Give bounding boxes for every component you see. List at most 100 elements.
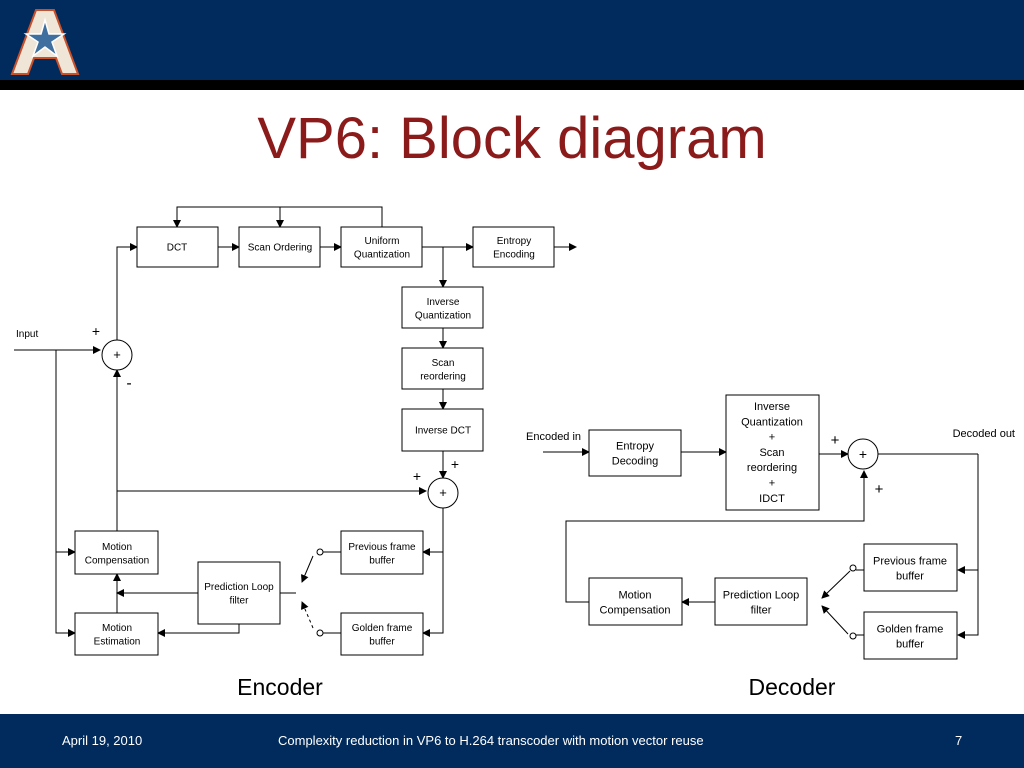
dec-motion-compensation-block	[588, 577, 683, 626]
block-label-line: Motion	[618, 589, 651, 601]
block-label-line: +	[769, 432, 775, 444]
enc-summer-2	[427, 477, 459, 509]
enc-previous-frame-buffer-label: Previous frame buffer	[348, 542, 416, 567]
block-label-line: Previous frame	[348, 542, 416, 553]
inverse-combo-block	[725, 394, 820, 511]
dec-previous-frame-buffer-block	[863, 543, 958, 592]
block-label-line: Scan	[759, 447, 784, 459]
enc-prediction-loop-filter-label: Prediction Loop filter	[204, 582, 274, 607]
decoder-connections	[543, 448, 979, 639]
block-label-line: Golden frame	[877, 623, 944, 635]
enc-summer-1-symbol: +	[113, 347, 121, 362]
dec-prediction-loop-filter-label: Prediction Loop filter	[723, 589, 799, 616]
block-label-line: Quantization	[354, 249, 410, 260]
dec-summer-sign-left: +	[831, 432, 840, 449]
block-label-line: Compensation	[85, 555, 149, 566]
dct-block	[136, 226, 219, 268]
block-label-line: IDCT	[759, 493, 785, 505]
encoder-caption: Encoder	[237, 674, 323, 700]
dec-previous-frame-buffer-label: Previous frame buffer	[873, 555, 947, 582]
slide-footer: April 19, 2010 Complexity reduction in V…	[0, 714, 1024, 768]
enc-previous-frame-buffer-block	[340, 530, 424, 575]
enc-prediction-loop-filter-block	[197, 561, 281, 625]
enc-summer-2-sign-left: +	[413, 468, 421, 484]
block-label-line: buffer	[896, 570, 924, 582]
block-label-line: Golden frame	[352, 623, 413, 634]
block-label-line: Entropy	[616, 440, 654, 452]
slide-title: VP6: Block diagram	[257, 106, 767, 171]
dec-summer-symbol: +	[859, 446, 867, 462]
block-label-line: Scan	[432, 358, 455, 369]
footer-text: Complexity reduction in VP6 to H.264 tra…	[278, 733, 704, 748]
enc-summer-2-sign-top: +	[451, 456, 459, 472]
enc-motion-compensation-block	[74, 530, 159, 575]
decoder-caption: Decoder	[749, 674, 836, 700]
block-label-line: Quantization	[415, 310, 471, 321]
dec-summer	[847, 438, 879, 470]
footer-date: April 19, 2010	[62, 733, 143, 748]
scan-ordering-block	[238, 226, 321, 268]
dec-summer-sign-bottom: +	[875, 481, 884, 498]
entropy-encoding-block	[472, 226, 555, 268]
footer-page-number: 7	[955, 733, 963, 748]
block-label-line: Prediction Loop	[723, 589, 799, 601]
block-label-line: Inverse	[754, 401, 790, 413]
block-label-line: DCT	[167, 243, 188, 254]
block-label-line: filter	[230, 595, 250, 606]
dec-golden-frame-buffer-block	[863, 611, 958, 660]
block-label-line: +	[769, 478, 775, 490]
block-label-line: Entropy	[497, 236, 531, 247]
block-label-line: Inverse DCT	[415, 426, 471, 437]
enc-summer-1-sign-in: +	[92, 323, 100, 339]
block-label-line: Scan Ordering	[248, 243, 312, 254]
inverse-quantization-block	[401, 286, 484, 329]
enc-golden-frame-buffer-block	[340, 612, 424, 656]
encoder-connections	[14, 206, 577, 637]
scan-ordering-label: Scan Ordering	[248, 243, 312, 254]
uta-star-logo	[10, 9, 80, 75]
block-label-line: Prediction Loop	[204, 582, 274, 593]
enc-golden-frame-buffer-label: Golden frame buffer	[352, 623, 413, 648]
block-label-line: Compensation	[600, 604, 671, 616]
dec-golden-frame-buffer-label: Golden frame buffer	[877, 623, 944, 650]
block-label-line: reordering	[420, 371, 466, 382]
block-label-line: buffer	[369, 555, 395, 566]
block-label-line: Motion	[102, 623, 132, 634]
slide-header	[0, 0, 1024, 80]
block-label-line: Inverse	[427, 297, 460, 308]
dec-prediction-loop-filter-block	[714, 577, 808, 626]
enc-summer-1-sign-feedback: -	[126, 375, 131, 392]
inverse-dct-block	[401, 408, 484, 452]
block-label-line: Uniform	[364, 236, 399, 247]
decoder-decoded-out-label: Decoded out	[953, 428, 1015, 440]
inverse-dct-label: Inverse DCT	[415, 426, 471, 437]
block-label-line: filter	[751, 604, 772, 616]
block-label-line: buffer	[896, 638, 924, 650]
block-label-line: Motion	[102, 542, 132, 553]
decoder-encoded-in-label: Encoded in	[526, 431, 581, 443]
block-label-line: Previous frame	[873, 555, 947, 567]
block-label-line: Quantization	[741, 416, 803, 428]
block-label-line: Estimation	[94, 636, 141, 647]
block-label-line: Encoding	[493, 249, 535, 260]
entropy-decoding-block	[588, 429, 682, 477]
block-label-line: reordering	[747, 462, 797, 474]
encoder-input-label: Input	[16, 329, 38, 340]
block-label-line: buffer	[369, 636, 395, 647]
dct-label: DCT	[167, 243, 188, 254]
motion-estimation-block	[74, 612, 159, 656]
enc-summer-2-symbol: +	[439, 485, 447, 500]
block-label-line: Decoding	[612, 455, 658, 467]
header-rule	[0, 80, 1024, 90]
uniform-quantization-block	[340, 226, 423, 268]
scan-reordering-label: Scan reordering	[420, 358, 466, 383]
